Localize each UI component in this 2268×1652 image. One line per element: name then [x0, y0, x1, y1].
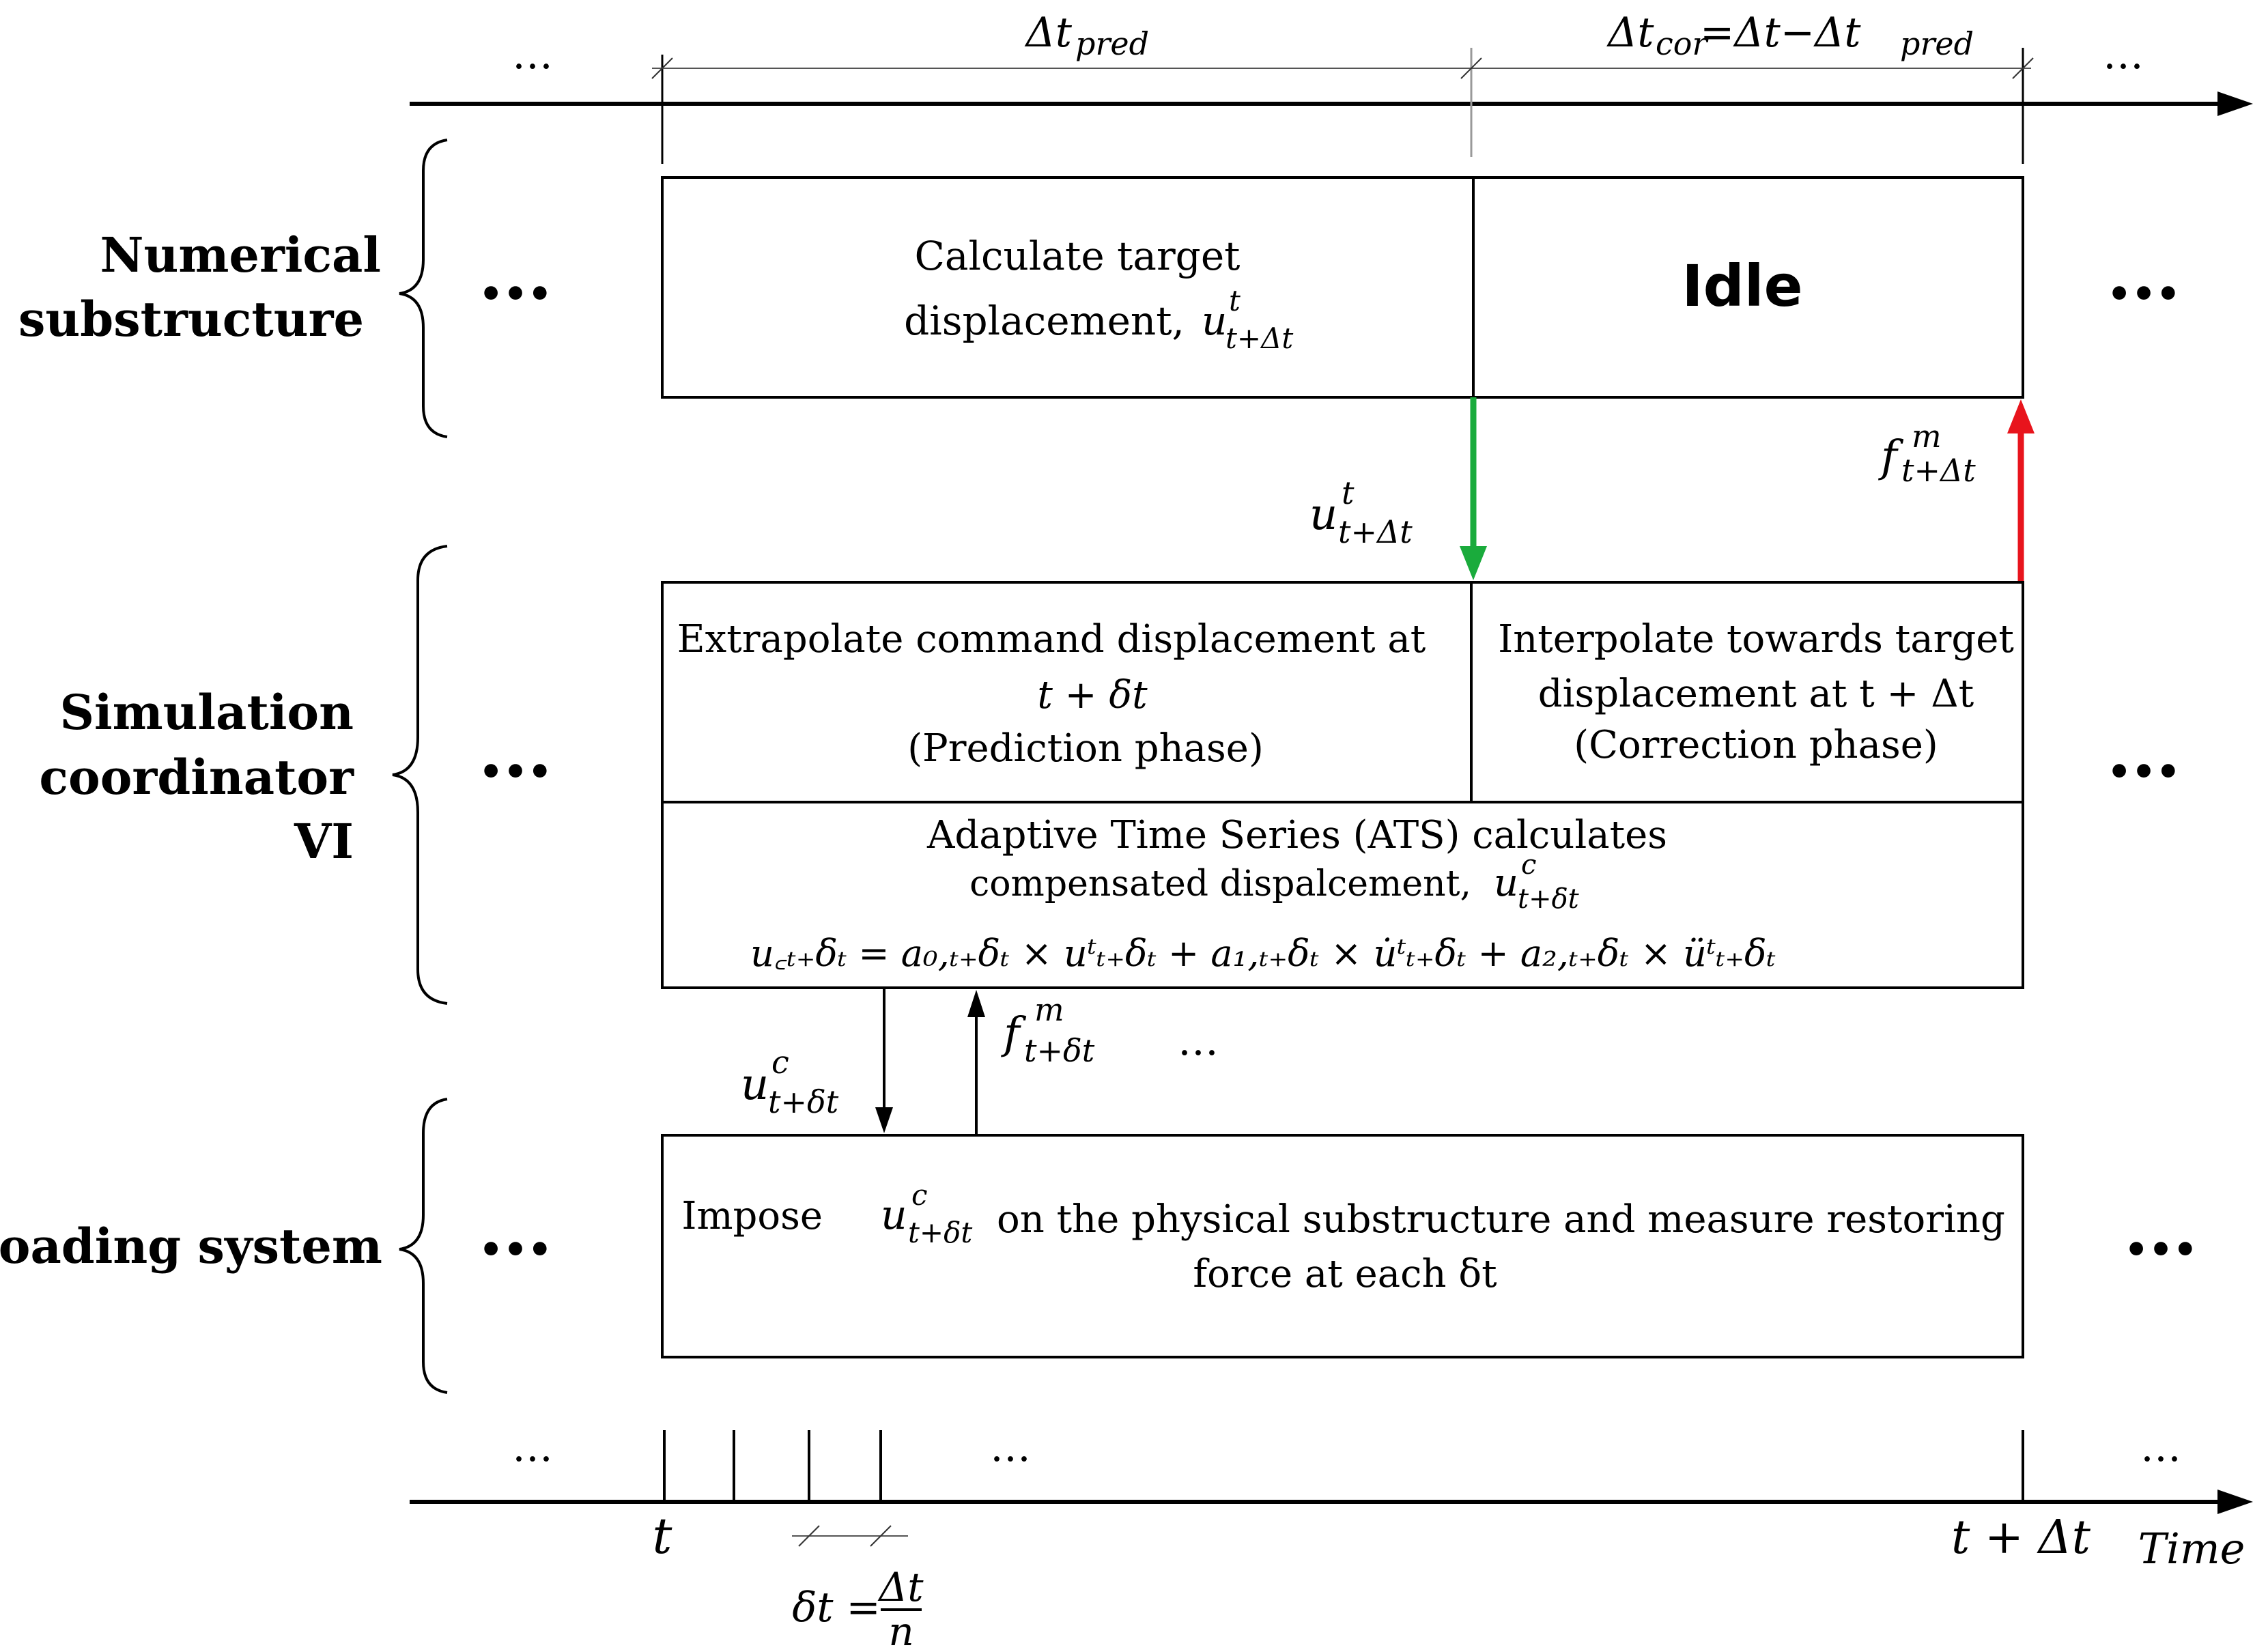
time-axis-label: Time	[2138, 1524, 2245, 1573]
svg-text:c: c	[911, 1178, 928, 1212]
down-arrow-label: u c t+δt	[741, 1044, 839, 1120]
brace-coordinator	[392, 545, 448, 1005]
bottom-timeline-arrowhead	[2217, 1490, 2253, 1514]
svg-text:VI: VI	[294, 813, 354, 870]
svg-text:t+δt: t+δt	[1024, 1032, 1095, 1069]
cor-interval-eq-sub: pred	[1900, 25, 1974, 62]
svg-text:coordinator: coordinator	[39, 749, 354, 806]
down-arrow-uc	[875, 988, 893, 1133]
svg-text:t+δt: t+δt	[768, 1083, 839, 1120]
cor-interval-eq: =Δt−Δt	[1700, 9, 1861, 57]
svg-text:m: m	[1034, 991, 1064, 1028]
bottom-timeline: t t + Δt Time δt = Δt n … … …	[410, 1423, 2253, 1652]
pred-interval-sub: pred	[1075, 25, 1149, 62]
svg-text:(Correction phase): (Correction phase)	[1574, 723, 1938, 767]
svg-text:t+δt: t+δt	[908, 1216, 972, 1249]
svg-text:Interpolate towards target: Interpolate towards target	[1498, 617, 2014, 661]
brace-numerical	[399, 139, 448, 438]
pred-interval-label: Δt	[1025, 9, 1073, 57]
svg-text:t+δt: t+δt	[1518, 883, 1580, 915]
ats-equation: u꜀ₜ₊δₜ = a₀,ₜ₊δₜ × uᵗₜ₊δₜ + a₁,ₜ₊δₜ × u̇…	[750, 932, 1776, 975]
box-interpolate: Interpolate towards target displacement …	[1470, 581, 2024, 803]
svg-text:Idle: Idle	[1682, 253, 1802, 319]
up-arrow-label: f m t+δt	[1001, 991, 1095, 1069]
box-calculate-target: Calculate target displacement, u t t+Δt	[661, 176, 1475, 399]
svg-text:Adaptive Time Series (ATS) cal: Adaptive Time Series (ATS) calculates	[926, 813, 1667, 857]
top-timeline-arrowhead	[2217, 91, 2253, 116]
row-label-numerical: Numerical substructure	[18, 139, 448, 438]
svg-text:Numerical: Numerical	[100, 227, 381, 283]
box-extrapolate: Extrapolate command displacement at t + …	[661, 581, 1473, 803]
ellipsis-num-right: •••	[2107, 272, 2180, 317]
t-dt-label: t + Δt	[1951, 1511, 2091, 1565]
svg-text:f: f	[1878, 431, 1904, 482]
svg-text:c: c	[1521, 849, 1536, 881]
svg-text:substructure: substructure	[18, 291, 364, 347]
ellipsis-load-right: •••	[2124, 1228, 2197, 1272]
svg-text:compensated dispalcement,: compensated dispalcement,	[969, 864, 1471, 905]
svg-text:displacement,: displacement,	[904, 298, 1185, 344]
svg-text:u: u	[881, 1191, 907, 1239]
svg-text:Loading system: Loading system	[0, 1218, 382, 1274]
svg-text:u: u	[1202, 298, 1227, 344]
top-timeline: Δt pred Δt cor =Δt−Δt pred … …	[410, 9, 2253, 164]
bottom-ellipsis-left: …	[512, 1423, 553, 1471]
svg-text:u: u	[741, 1059, 769, 1110]
cor-interval-label: Δt	[1606, 9, 1654, 57]
ellipsis-load-left: •••	[479, 1228, 552, 1272]
red-arrow	[2007, 399, 2035, 584]
top-ellipsis-right: …	[2103, 31, 2144, 79]
svg-text:Calculate target: Calculate target	[915, 233, 1241, 279]
ellipsis-coord-right: •••	[2107, 750, 2180, 795]
row-label-coordinator: Simulation coordinator VI	[39, 545, 448, 1005]
svg-text:t: t	[1342, 474, 1355, 511]
svg-text:t+Δt: t+Δt	[1338, 513, 1413, 550]
svg-text:t: t	[1229, 284, 1241, 317]
up-arrow-fm	[967, 990, 985, 1135]
svg-text:displacement at t + Δt: displacement at t + Δt	[1538, 672, 1974, 716]
svg-text:u: u	[1494, 861, 1518, 905]
top-ellipsis-left: …	[512, 31, 553, 79]
svg-text:t+Δt: t+Δt	[1901, 452, 1976, 489]
row-label-loading: Loading system	[0, 1098, 448, 1394]
bottom-ellipsis-right: …	[2140, 1423, 2181, 1471]
svg-text:Extrapolate command displaceme: Extrapolate command displacement at	[677, 617, 1426, 661]
mid-ellipsis: …	[1178, 1017, 1219, 1065]
delta-t-frac-num: Δt	[877, 1564, 924, 1610]
svg-text:(Prediction phase): (Prediction phase)	[907, 726, 1264, 771]
svg-text:Impose: Impose	[681, 1194, 823, 1238]
green-arrow-label: u t t+Δt	[1309, 474, 1413, 550]
svg-text:f: f	[1001, 1008, 1027, 1059]
box-impose: Impose u c t+δt on the physical substruc…	[661, 1134, 2024, 1358]
red-arrow-label: f m t+Δt	[1878, 418, 1976, 489]
svg-text:t+Δt: t+Δt	[1225, 322, 1293, 355]
box-idle: Idle	[1472, 176, 2024, 399]
brace-loading	[399, 1098, 448, 1394]
svg-text:c: c	[771, 1044, 789, 1081]
svg-text:m: m	[1912, 418, 1942, 455]
green-arrow	[1460, 397, 1487, 580]
ellipsis-num-left: •••	[479, 272, 552, 317]
delta-t-frac-den: n	[888, 1608, 913, 1652]
svg-text:Simulation: Simulation	[59, 684, 354, 741]
box-ats: Adaptive Time Series (ATS) calculates co…	[661, 801, 2024, 989]
bottom-ellipsis-mid: …	[990, 1423, 1031, 1471]
svg-text:force at each δt: force at each δt	[1193, 1252, 1497, 1296]
svg-text:u: u	[1309, 489, 1337, 540]
t-label: t	[653, 1507, 673, 1565]
svg-text:t + δt: t + δt	[1037, 673, 1148, 717]
delta-t-label: δt =	[792, 1584, 881, 1632]
ellipsis-coord-left: •••	[479, 750, 552, 795]
cor-interval-sub: cor	[1656, 25, 1709, 62]
svg-text:on the physical substructure a: on the physical substructure and measure…	[997, 1197, 2005, 1242]
